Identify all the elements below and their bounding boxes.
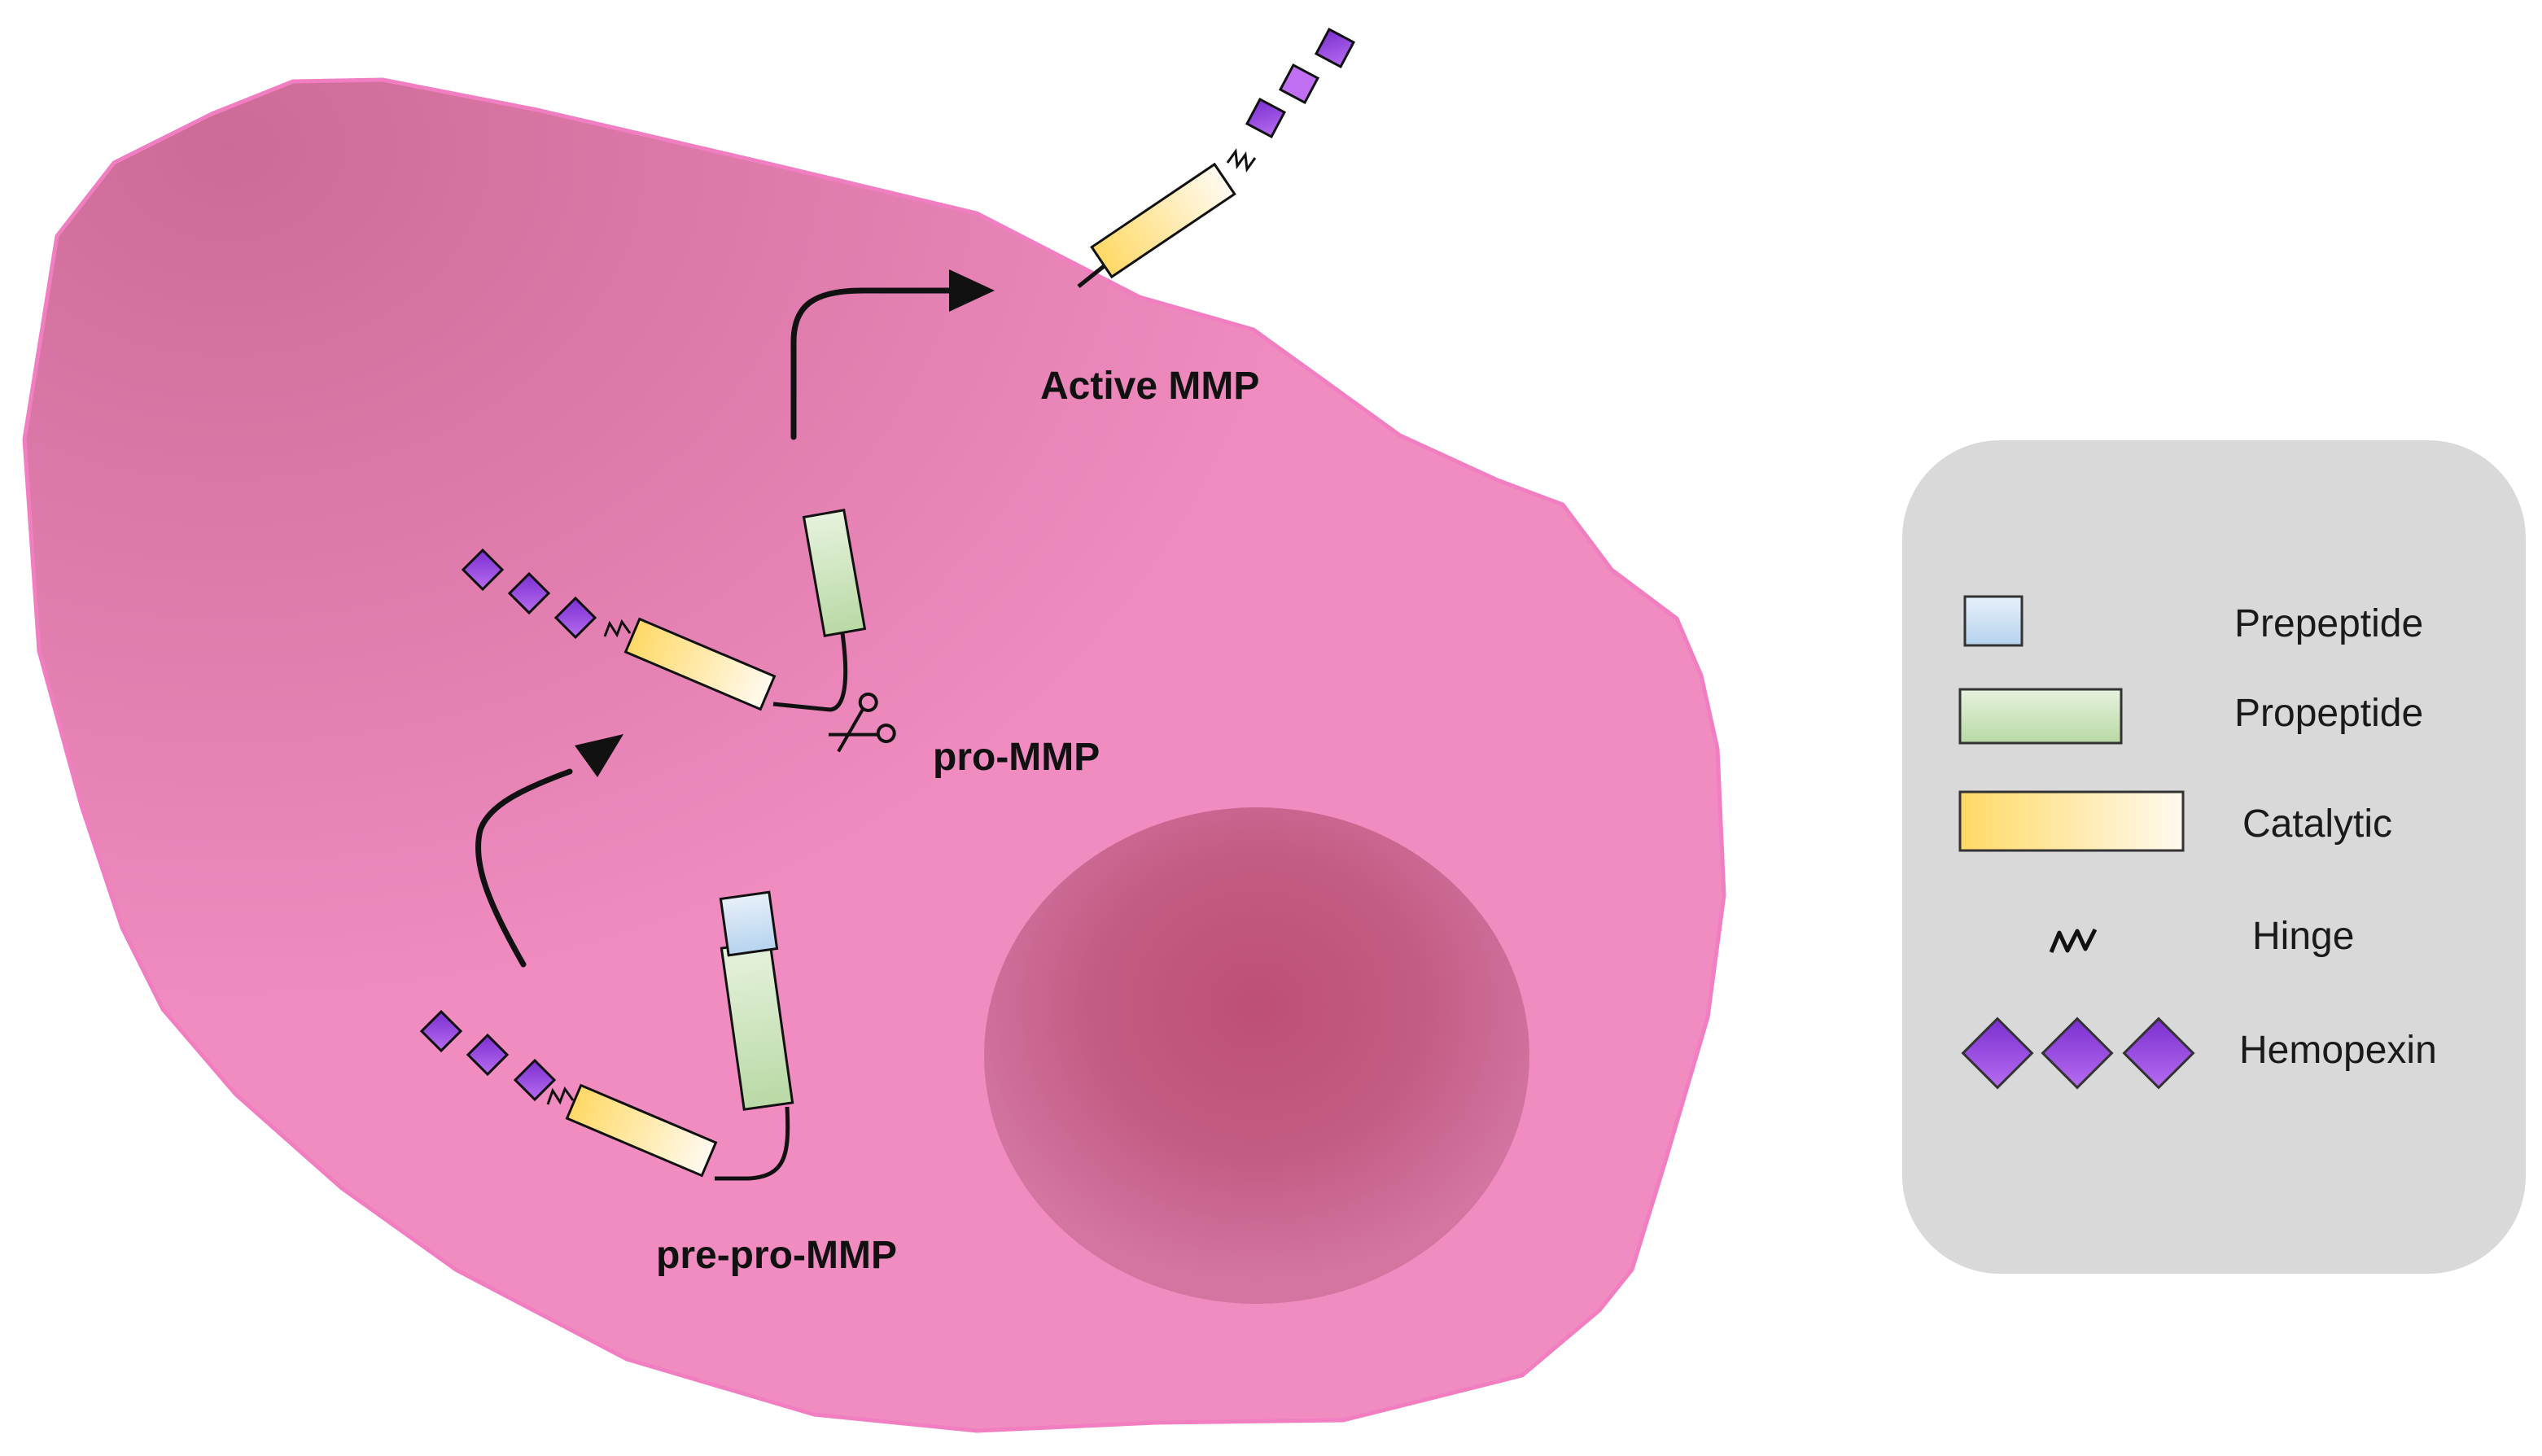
legend-prepeptide-label: Prepeptide [2234, 602, 2424, 645]
pre-pro-mmp-molecule [419, 890, 794, 1181]
nucleus [984, 807, 1529, 1304]
scissors-icon [829, 692, 896, 753]
legend-catalytic-label: Catalytic [2242, 802, 2393, 846]
arrow-head-1 [575, 734, 623, 777]
pre-pro-mmp-label: pre-pro-MMP [656, 1234, 897, 1277]
pro-mmp-label: pro-MMP [933, 736, 1100, 779]
legend-propeptide-label: Propeptide [2234, 692, 2424, 735]
legend-hemopexin-label: Hemopexin [2239, 1029, 2437, 1072]
active-mmp-molecule [1077, 27, 1356, 288]
cell-body [22, 77, 1726, 1433]
active-mmp-label: Active MMP [1040, 365, 1260, 408]
arrow-to-pro-mmp [475, 768, 573, 968]
arrow-to-active-mmp [790, 287, 964, 440]
legend-panel [1902, 440, 2526, 1274]
pro-mmp-molecule [461, 509, 867, 712]
arrow-head-2 [949, 269, 995, 312]
hinge-icon [546, 1086, 575, 1105]
legend-hinge-label: Hinge [2252, 915, 2355, 958]
